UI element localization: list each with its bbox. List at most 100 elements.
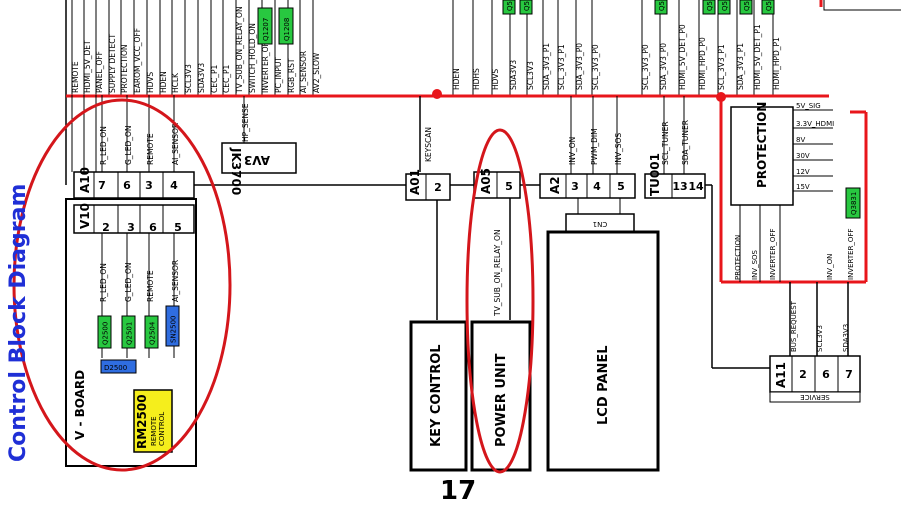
service-strip — [769, 391, 861, 403]
protection-output-label: INV_SOS — [751, 249, 759, 280]
protection-input-label: 15V — [796, 183, 810, 191]
right-signal-label: INVERTER_OFF — [847, 229, 855, 281]
protection-input-label: 5V_SIG — [796, 102, 821, 110]
a11-signal-label: SCL3V3 — [816, 325, 824, 352]
top-signal-label: SDA3V3 — [197, 63, 206, 93]
a2-label: A2 — [548, 176, 562, 194]
protection-block — [730, 106, 794, 206]
key-control-label: KEY CONTROL — [429, 344, 444, 447]
protection-output-label: PROTECTION — [734, 235, 742, 280]
top-signal-label: SCL_3V3_P0 — [591, 44, 600, 90]
a2-pin: 4 — [593, 180, 601, 193]
component-q5-label: Q5 — [506, 1, 514, 11]
component-q5 — [702, 0, 716, 15]
tu001-signal-label: SDA_TUNER — [681, 120, 690, 165]
component-q1207 — [257, 7, 273, 45]
a01-signal: KEYSCAN — [424, 127, 433, 162]
protection-input-label: 3.3V_HDMI — [796, 120, 834, 128]
tu001-pin: 13 — [672, 180, 687, 193]
a2-signal-label: INV_ON — [568, 137, 577, 165]
component-q1208-label: Q1208 — [283, 18, 291, 41]
a10-label: A10 — [78, 167, 92, 193]
a10-pin: 6 — [123, 179, 131, 192]
tu001-signal-label: SCL_TUNER — [661, 121, 670, 165]
component-q3831-label: Q3831 — [850, 192, 858, 215]
diagram-title: Control Block Diagram — [6, 183, 31, 462]
component-d2500 — [100, 359, 137, 374]
component-q2500-label: Q2500 — [102, 322, 110, 345]
a11-signal-label: SDA3V3 — [842, 324, 850, 352]
tu001-pin: 14 — [688, 180, 704, 193]
top-signal-label: RGB_RST — [287, 58, 296, 93]
v10-pin: 5 — [174, 221, 182, 234]
remote-ref: RM2500 — [135, 394, 149, 449]
top-signal-label: TV_SUB_ON_RELAY_ON — [235, 6, 244, 94]
av3-box — [221, 142, 297, 174]
component-q5 — [739, 0, 753, 15]
top-signal-label: HDMI_HPD_P0 — [698, 37, 707, 90]
component-q5-label: Q5 — [765, 1, 773, 11]
a01-connector — [405, 173, 451, 201]
top-signal-label: SDA3V3 — [509, 60, 518, 90]
v10-signal-label: REMOTE — [146, 270, 155, 302]
a10-signal-label: AI_SENSOR — [171, 123, 180, 165]
relay-signal: TV_SUB_ON_RELAY_ON — [493, 229, 502, 317]
v10-signal-label: R_LED_ON — [99, 263, 108, 302]
component-q2501 — [121, 315, 136, 349]
component-q2501-label: Q2501 — [126, 322, 134, 345]
top-signal-label: CEC_P1 — [222, 65, 231, 93]
tu001-label: TU001 — [648, 153, 662, 196]
top-signal-label: INVERTER_OFF — [261, 38, 270, 93]
top-signal-label: SCL_3V3_P1 — [557, 44, 566, 90]
top-signal-label: REMOTE — [71, 61, 80, 93]
component-q3831 — [845, 187, 861, 219]
top-signal-label: AV2_SLOW — [312, 52, 321, 93]
component-d2500-label: D2500 — [104, 364, 127, 372]
corner-box — [823, 0, 901, 11]
a10-signal-label: R_LED_ON — [99, 126, 108, 165]
v10-pin: 2 — [102, 221, 110, 234]
v-board-label: V - BOARD — [73, 370, 87, 440]
remote-sub: REMOTE — [150, 416, 158, 446]
av3-signal: HP_SENSE — [241, 103, 250, 142]
a11-pin: 2 — [799, 368, 807, 381]
highlight-ellipse — [12, 98, 232, 472]
top-signal-label: PC_INPUT — [274, 57, 283, 93]
component-q5 — [717, 0, 731, 15]
top-signal-label: HDEN — [159, 71, 168, 93]
a11-pin: 6 — [822, 368, 830, 381]
top-signal-label: CEC_P1 — [210, 65, 219, 93]
av3-label: AV3 — [244, 153, 270, 167]
a05-label: A05 — [479, 168, 493, 194]
a01-label: A01 — [408, 169, 422, 195]
a2-signal-label: PWM_DIM — [590, 128, 599, 165]
remote-control-box — [133, 389, 173, 453]
remote-sub: CONTROL — [158, 412, 166, 446]
protection-label: PROTECTION — [755, 102, 769, 188]
a2-pin: 3 — [571, 180, 579, 193]
key-control-block — [409, 320, 468, 472]
top-signal-label: SWITCH_HOLD_ON — [248, 23, 257, 93]
top-signal-label: HDVS — [146, 72, 155, 93]
component-q5 — [654, 0, 668, 15]
a01-pin: 2 — [434, 181, 442, 194]
top-signal-label: SDA_3V3_P0 — [659, 43, 668, 90]
v10-signal-label: AI_SENSOR — [171, 260, 180, 302]
component-sn2500 — [165, 305, 180, 347]
a11-pin: 7 — [845, 368, 853, 381]
av3-ref: JK3700 — [229, 147, 243, 195]
a11-name: SERVICE — [800, 393, 830, 401]
cn1-label: CN1 — [593, 220, 608, 228]
a11-label: A11 — [774, 362, 788, 388]
top-signal-label: SDA_3V3_P0 — [575, 43, 584, 90]
a10-signal-label: G_LED_ON — [124, 125, 133, 165]
top-signal-label: SCL_3V3_P0 — [641, 44, 650, 90]
junction-dot — [432, 89, 442, 99]
top-signal-label: HDEN — [452, 68, 461, 90]
top-signal-label: SDA_3V3_P1 — [542, 43, 551, 90]
page-number: 17 — [440, 476, 477, 506]
top-signal-label: HCLK — [171, 72, 180, 93]
top-signal-label: SCL3V3 — [184, 64, 193, 93]
a2-pin: 5 — [617, 180, 625, 193]
protection-input-label: 12V — [796, 168, 810, 176]
